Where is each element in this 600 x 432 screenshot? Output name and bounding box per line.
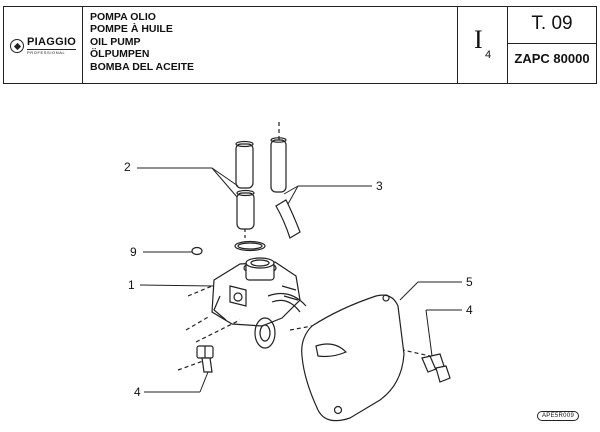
title-es: BOMBA DEL ACEITE [90,60,195,73]
callout-2: 2 [124,160,131,174]
drawing-code-stamp: APE5R009 [537,411,580,421]
logo-cell: PIAGGIO PROFESSIONAL [4,7,83,83]
hose-clamp [234,240,266,252]
table-number: T. 09 [531,13,573,34]
piaggio-logo: PIAGGIO PROFESSIONAL [10,36,77,55]
o-ring [191,246,203,256]
logo-brand: PIAGGIO [27,36,77,48]
screw-right [421,353,451,383]
section-index-cell: I 4 [458,7,508,83]
callout-5: 5 [466,275,473,289]
callout-9: 9 [130,245,137,259]
hose-upper-right [270,137,287,193]
title-de: ÖLPUMPEN [90,48,150,61]
callout-4-right: 4 [466,303,473,317]
title-cell: POMPA OLIO POMPE À HUILE OIL PUMP ÖLPUMP… [83,7,458,83]
oil-pump-body [211,257,307,349]
title-en: OIL PUMP [90,35,141,48]
logo-subtitle: PROFESSIONAL [27,49,77,55]
section-index-sub: 4 [485,49,492,61]
model-code: ZAPC 80000 [514,51,590,66]
title-it: POMPA OLIO [90,11,156,23]
hose-lower-left [236,189,255,230]
reference-cell: T. 09 ZAPC 80000 [508,7,596,83]
section-index: I [474,25,483,54]
callout-1: 1 [128,278,135,292]
callout-4-left: 4 [134,385,141,399]
title-fr: POMPE À HUILE [90,23,173,36]
screw-left [196,345,214,373]
piaggio-emblem-icon [10,39,24,53]
hose-upper-left [235,140,254,189]
title-block: PIAGGIO PROFESSIONAL POMPA OLIO POMPE À … [3,6,597,84]
curved-hose [275,199,301,239]
callout-3: 3 [376,179,383,193]
cover-plate [301,294,405,422]
